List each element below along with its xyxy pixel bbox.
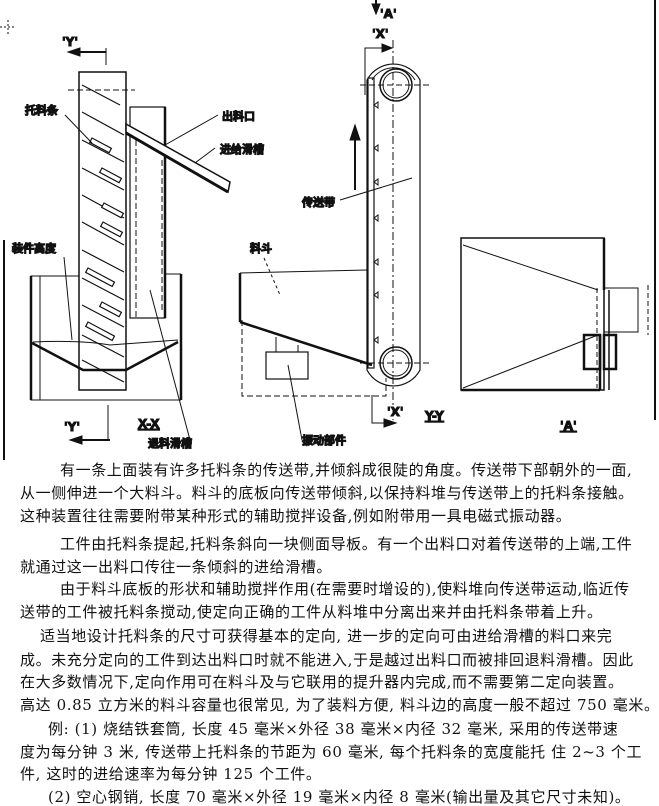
section-yy-title: Y-Y	[424, 409, 444, 423]
section-a-title: 'A'	[560, 419, 577, 433]
view-yy	[238, 0, 430, 441]
section-y-bottom: 'Y'	[64, 420, 80, 434]
text-line: 由于料斗底板的形状和辅助搅拌作用(在需要时增设的),使料堆向传送带运动,临近传	[60, 580, 630, 598]
text-line: 工件由托料条提起,托料条斜向一块侧面导板。有一个出料口对着传送带的上端,工件	[60, 535, 633, 553]
text-line: 这种装置往往需要附带某种形式的辅助搅拌设备,例如附带用一具电磁式振动器。	[20, 507, 572, 525]
text-line: 适当地设计托料条的尺寸可获得基本的定向, 进一步的定向可由进给滑槽的料口来完	[40, 627, 613, 645]
label-tuoliaotiao: 托料条	[25, 103, 59, 117]
section-a-top: 'A'	[380, 7, 397, 21]
section-y-top: 'Y'	[62, 35, 78, 49]
crosshair-mark	[0, 20, 14, 34]
section-xx-title: X-X	[138, 417, 160, 431]
label-chuansongdai: 传送带	[301, 195, 335, 209]
label-tuiliaohuacao: 退料滑槽	[148, 436, 192, 450]
view-xx	[29, 47, 231, 445]
text-line: 有一条上面装有许多托料条的传送带,并倾斜成很陡的角度。传送带下部朝外的一面,	[60, 461, 633, 479]
label-liaodou: 料斗	[250, 241, 272, 255]
label-zhuangjiangaodu: 装件高度	[11, 241, 57, 255]
text-line: 成。未充分定向的工件到达出料口时就不能进入,于是越过出料口而被排回退料滑槽。因此	[20, 651, 634, 669]
text-line: (2) 空心钢销, 长度 70 毫米×外径 19 毫米×内径 8 毫米(输出量及…	[48, 788, 631, 806]
text-line: 例: (1) 烧结铁套筒, 长度 45 毫米×外径 38 毫米×内径 32 毫米…	[48, 720, 619, 738]
label-jingeihuacao: 进给滑槽	[220, 142, 264, 156]
text-line: 高达 0.85 立方米的料斗容量也很常见, 为了装料方便, 料斗边的高度一般不超…	[20, 696, 659, 714]
text-line: 从一侧伸进一个大料斗。料斗的底板向传送带倾斜,以保持料堆与传送带上的托料条接触。	[20, 484, 634, 502]
section-x-top: 'X'	[372, 27, 389, 41]
text-line: 度为每分钟 3 米, 传送带上托料条的节距为 60 毫米, 每个托料条的宽度能托…	[20, 743, 643, 761]
view-a	[460, 237, 649, 392]
text-line: 送带的工件被托料条搅动,使定向正确的工件从料堆中分离出来并由托料条带着上升。	[20, 603, 603, 621]
text-line: 在大多数情况下,定向作用可在料斗及与它联用的提升器内完成,而不需要第二定向装置。	[20, 673, 624, 691]
label-chuliaokou: 出料口	[222, 109, 255, 123]
text-line: 件, 这时的进给速率为每分钟 125 个工件。	[20, 765, 322, 783]
text-line: 就通过这一出料口传往一条倾斜的进给滑槽。	[20, 558, 333, 576]
label-zhendongbujian: 振动部件	[302, 433, 346, 447]
feeder-diagram: 托料条 出料口 进给滑槽 装件高度 退料滑槽 传送带 料斗 振动部件 'Y' '…	[0, 0, 656, 460]
section-x-bottom: 'X'	[387, 405, 404, 419]
